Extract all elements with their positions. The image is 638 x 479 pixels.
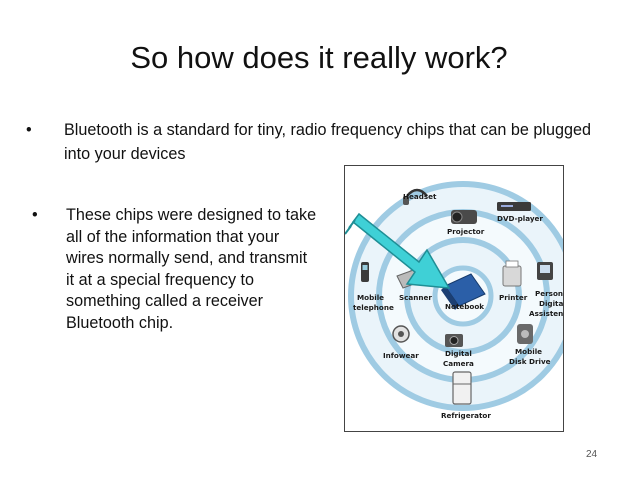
label-notebook: Notebook [445,302,484,311]
label-mobile-telephone-line2: telephone [353,303,394,312]
label-projector: Projector [447,227,485,236]
label-dvd-player: DVD-player [497,214,543,223]
page-number: 24 [586,449,598,460]
label-pda-line3: Assistent [529,309,563,318]
pda-icon [537,262,553,280]
printer-icon [502,260,522,287]
bullet-marker: • [26,121,32,139]
label-mobile-telephone-line1: Mobile [357,293,384,302]
label-refrigerator: Refrigerator [441,411,491,420]
label-printer: Printer [499,293,528,302]
notebook-icon [441,273,486,310]
label-pda-line2: Digital [539,299,563,308]
projector-icon [451,210,477,224]
bullet-text: Bluetooth is a standard for tiny, radio … [64,121,592,163]
refrigerator-icon [452,371,472,405]
dvd-player-icon [497,202,531,211]
label-digital-camera-line1: Digital [445,349,472,358]
digital-camera-icon [445,334,463,347]
label-headset: Headset [403,192,437,201]
bullet-text: These chips were designed to take all of… [66,206,317,332]
label-mobile-disk-drive-line1: Mobile [515,347,542,356]
mobile-telephone-icon [361,262,369,282]
infowear-icon [392,325,410,343]
pointer-arrow-icon [345,212,451,289]
bluetooth-devices-diagram: Headset Projector DVD-player Scanner Not… [344,165,564,432]
label-infowear: Infowear [383,351,419,360]
bullet-item-chips-designed: • These chips were designed to take all … [32,205,317,334]
bullet-marker: • [32,206,38,224]
label-mobile-disk-drive-line2: Disk Drive [509,357,551,366]
slide-title: So how does it really work? [130,40,508,75]
mobile-disk-drive-icon [517,324,533,344]
label-digital-camera-line2: Camera [443,359,474,368]
label-pda-line1: Personal [535,289,563,298]
bullet-item-bluetooth-standard: • Bluetooth is a standard for tiny, radi… [26,118,616,166]
label-scanner: Scanner [399,293,432,302]
headset-icon [403,188,428,205]
diagram-svg: Headset Projector DVD-player Scanner Not… [345,181,563,420]
